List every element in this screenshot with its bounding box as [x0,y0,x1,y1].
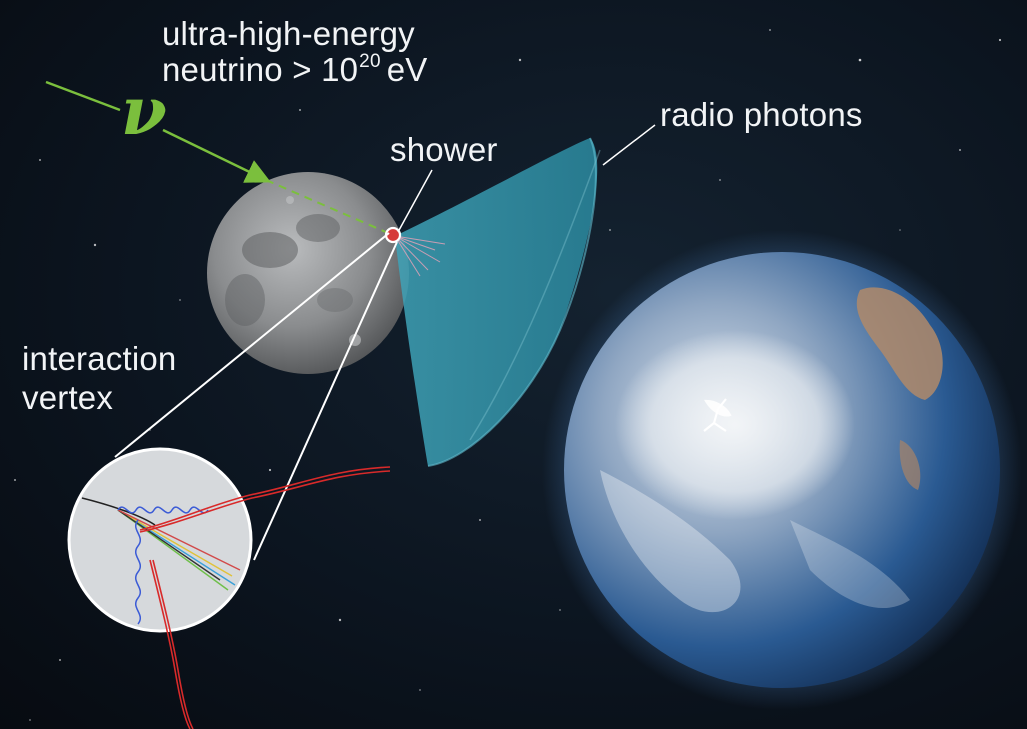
neutrino-energy-exponent: 20 [359,51,381,72]
radio-waves [139,466,391,729]
radio-photons-label: radio photons [660,96,863,133]
leader-lines [397,124,656,233]
radio-telescope-icon [703,398,732,432]
starfield [14,29,1002,721]
interaction-vertex-label-line2: vertex [22,379,114,416]
neutrino-energy-unit: eV [386,51,428,88]
moon [207,172,409,374]
interaction-inset [67,447,253,633]
interaction-vertex-label-line1: interaction [22,340,177,377]
shower-rays [394,235,446,277]
neutrino-label-line1: ultra-high-energy [162,15,415,52]
neutrino-symbol: ν [121,72,167,150]
radio-cone [395,137,601,467]
earth [542,230,1022,710]
zoom-lines [114,232,398,561]
shower-label: shower [390,131,498,168]
neutrino-arrow [45,80,396,237]
neutrino-energy-prefix: neutrino > 10 [162,51,359,88]
